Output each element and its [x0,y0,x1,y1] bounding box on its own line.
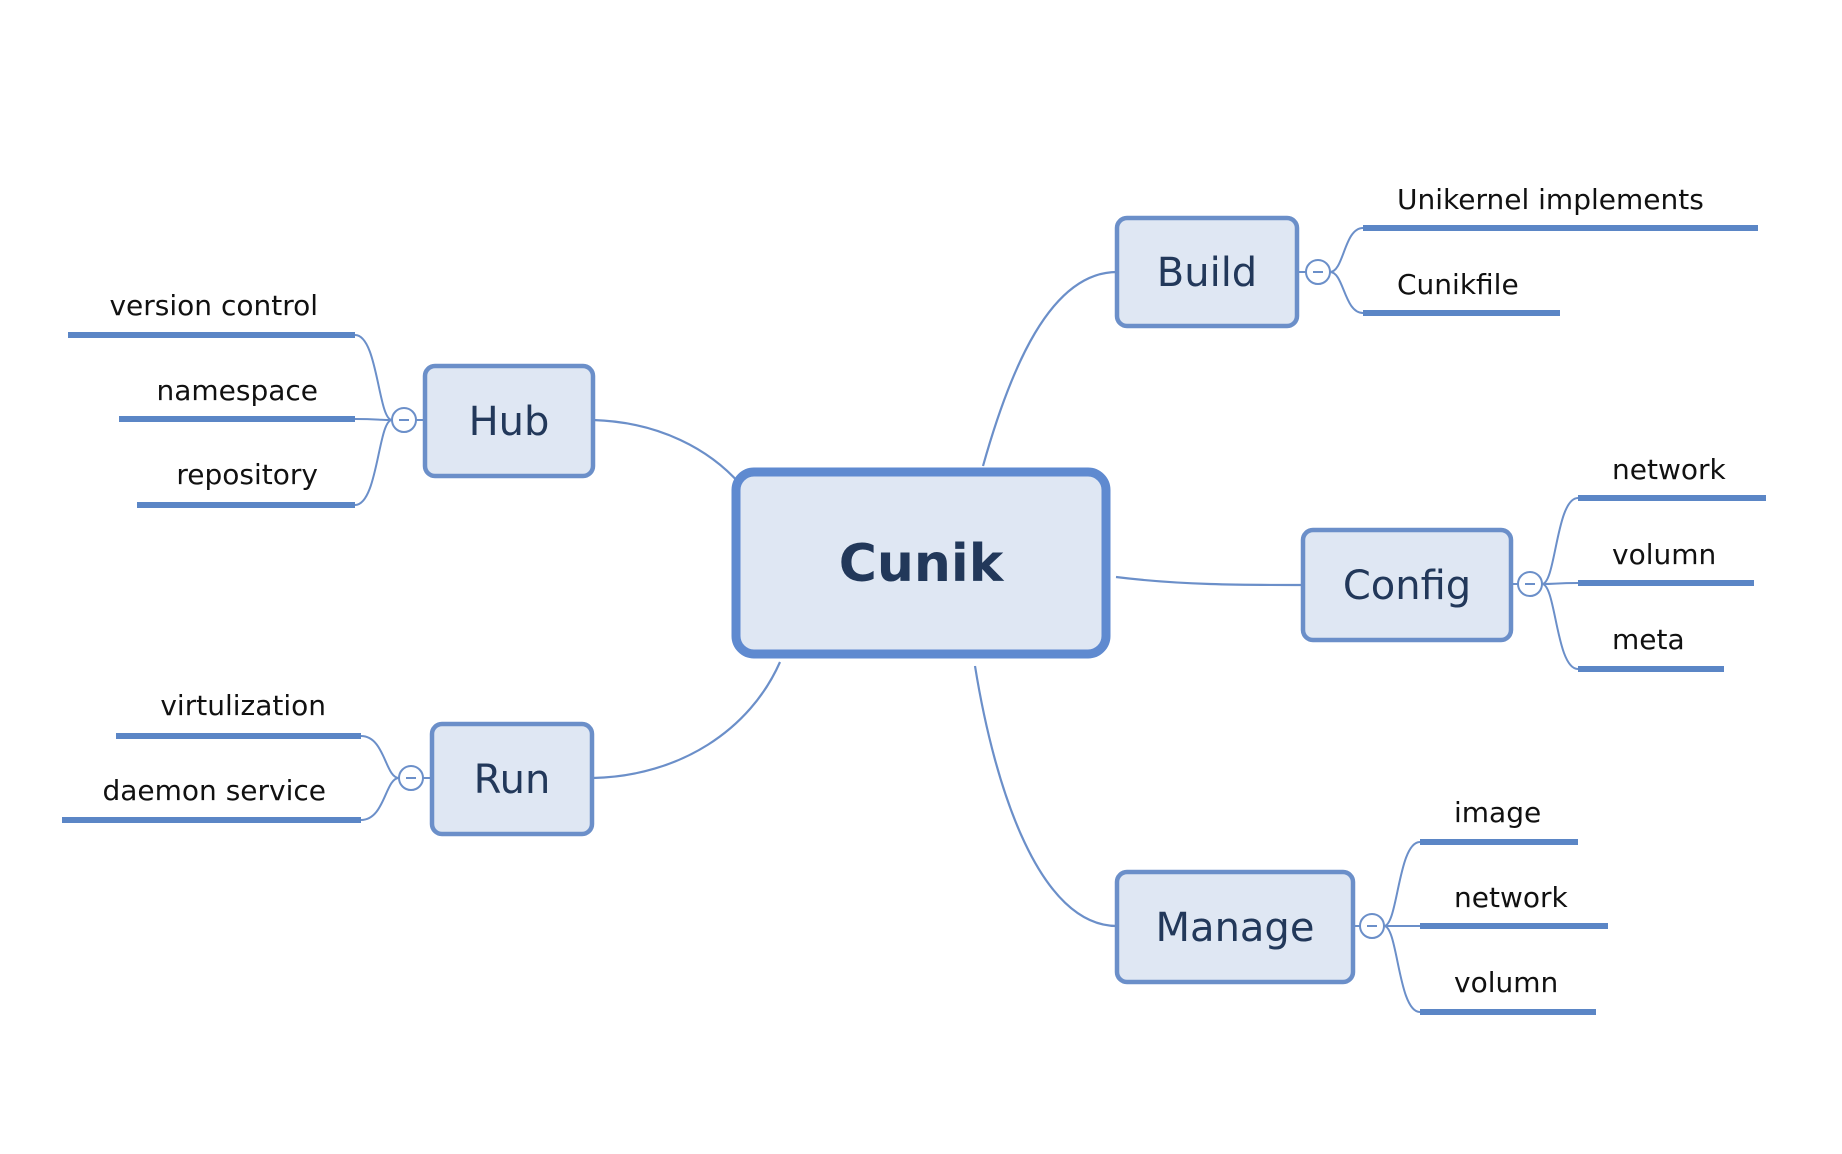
run-leaf-link [360,777,400,821]
subtopic-manage-0[interactable]: image [1454,796,1541,829]
config-leaf-link [1541,582,1579,585]
central-topic-label: Cunik [839,534,1005,594]
subtopic-build-1[interactable]: Cunikfile [1397,268,1519,301]
subtopic-manage-2[interactable]: volumn [1454,966,1558,999]
config-leaf-link [1541,583,1579,670]
build-topic-box [1114,215,1300,329]
run-leaf-link [360,735,400,779]
central-topic[interactable]: Cunik [731,467,1111,659]
config-topic-label: Config [1343,563,1471,609]
subtopic-hub-0[interactable]: version control [109,289,318,322]
build-link [981,270,1118,467]
nodes: Cunik Build Unikernel implementsCunikfileH… [62,183,1766,1015]
topic-config[interactable]: Config [1300,527,1514,643]
topic-run[interactable]: Run [429,721,595,837]
build-leaf-link [1329,227,1364,273]
minus-circle-icon[interactable] [398,765,424,791]
hub-topic-label: Hub [469,399,550,445]
hub-leaf-link [354,334,393,421]
subtopic-config-2[interactable]: meta [1612,623,1685,656]
central-topic-box [731,467,1111,659]
minus-circle-icon[interactable] [391,407,417,433]
build-topic-label: Build [1157,250,1257,296]
run-link [592,661,782,780]
minus-circle-icon[interactable] [1305,259,1331,285]
config-topic-box [1300,527,1514,643]
run-topic-box [429,721,595,837]
hub-leaf-link [354,419,393,506]
hub-topic-box [422,363,596,479]
manage-leaf-link [1383,841,1421,927]
topic-build[interactable]: Build [1114,215,1300,329]
hub-leaf-link [354,418,393,421]
topic-hub[interactable]: Hub [422,363,596,479]
subtopic-config-0[interactable]: network [1612,453,1726,486]
minus-circle-icon[interactable] [1517,571,1543,597]
topic-manage[interactable]: Manage [1114,869,1356,985]
hub-link [592,418,741,485]
config-link [1115,575,1304,587]
subtopic-hub-1[interactable]: namespace [156,374,318,407]
run-topic-label: Run [474,757,551,803]
subtopic-hub-2[interactable]: repository [176,458,318,491]
build-leaf-link [1329,271,1364,314]
minus-circle-icon[interactable] [1359,913,1385,939]
manage-link [973,665,1118,928]
manage-topic-box [1114,869,1356,985]
branch-links [354,227,1579,1013]
manage-topic-label: Manage [1156,905,1315,951]
manage-leaf-link [1383,925,1421,1013]
subtopic-config-1[interactable]: volumn [1612,538,1716,571]
subtopic-manage-1[interactable]: network [1454,881,1568,914]
subtopic-run-1[interactable]: daemon service [102,774,326,807]
subtopic-run-0[interactable]: virtulization [160,689,326,722]
config-leaf-link [1541,497,1579,585]
subtopic-build-0[interactable]: Unikernel implements [1397,183,1704,216]
